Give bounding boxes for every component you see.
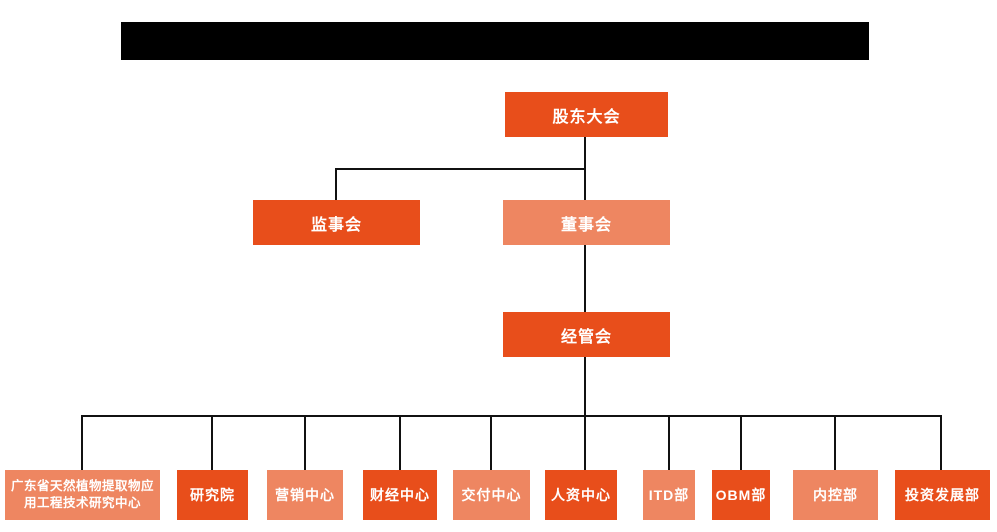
node-dept-itd: ITD部 — [643, 470, 695, 520]
dept-label-line: 广东省天然植物提取物应 — [10, 479, 154, 494]
connector-drop-finance-center — [399, 415, 401, 470]
node-dept-research-institute: 研究院 — [177, 470, 248, 520]
connector-drop-itd-dept — [668, 415, 670, 470]
node-shareholders-meeting: 股东大会 — [505, 92, 668, 137]
node-management-committee: 经管会 — [503, 312, 670, 357]
connector-trunk-directors-management — [584, 245, 586, 312]
node-dept-hr-center: 人资中心 — [545, 470, 617, 520]
redacted-title-bar — [121, 22, 869, 60]
node-dept-finance-center: 财经中心 — [363, 470, 437, 520]
connector-trunk-management-bus — [584, 357, 586, 416]
connector-drop-marketing-center — [304, 415, 306, 470]
connector-branch-horizontal — [336, 168, 586, 170]
dept-label-line: 用工程技术研究中心 — [23, 496, 141, 510]
connector-drop-research-institute — [211, 415, 213, 470]
node-dept-obm: OBM部 — [712, 470, 770, 520]
connector-drop-obm-dept — [740, 415, 742, 470]
node-board-of-supervisors: 监事会 — [253, 200, 420, 245]
connector-bus-bar — [81, 415, 942, 417]
node-dept-marketing-center: 营销中心 — [267, 470, 343, 520]
node-dept-research-center: 广东省天然植物提取物应 用工程技术研究中心 — [5, 470, 160, 520]
node-dept-delivery-center: 交付中心 — [453, 470, 530, 520]
node-dept-internal-control: 内控部 — [793, 470, 878, 520]
node-board-of-directors: 董事会 — [503, 200, 670, 245]
connector-drop-internal-control-dept — [834, 415, 836, 470]
connector-drop-research-center — [81, 415, 83, 470]
connector-drop-hr-center — [584, 415, 586, 470]
connector-drop-investment-development-dept — [940, 415, 942, 470]
node-dept-investment-development: 投资发展部 — [895, 470, 990, 520]
connector-drop-supervisors — [335, 168, 337, 200]
connector-drop-delivery-center — [490, 415, 492, 470]
